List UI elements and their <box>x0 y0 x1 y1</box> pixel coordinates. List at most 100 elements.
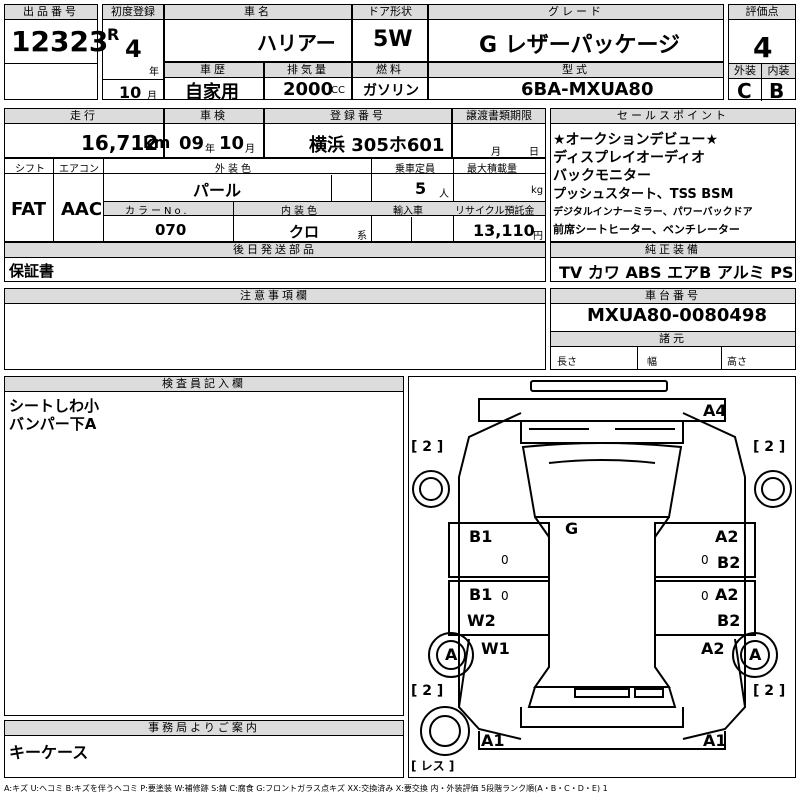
parts-label: 後日発送部品 <box>5 243 545 258</box>
tire-rear-left: [ 2 ] <box>411 683 444 699</box>
disp-box: 排気量 2000 CC <box>264 62 352 100</box>
office-box: 事務局よりご案内 キーケース <box>4 720 404 778</box>
inspector-line-2: バンパー下A <box>9 415 97 433</box>
int-label: 内装 <box>762 64 795 79</box>
mark-a2-right2: A2 <box>715 585 739 604</box>
mark-b2-right: B2 <box>717 553 741 572</box>
lot-label: 出品番号 <box>5 5 97 20</box>
mark-a2-right: A2 <box>715 527 739 546</box>
model-box: 型式 6BA-MXUA80 <box>428 62 724 100</box>
shift-label: シフト <box>15 164 45 175</box>
int-grade: B <box>769 79 785 103</box>
score-box: 評価点 4 外装 内装 C B <box>728 4 796 103</box>
intcolor-label: 内装色 <box>281 206 320 217</box>
disp-label: 排気量 <box>265 63 351 78</box>
reg-month: 10 <box>119 83 142 102</box>
recycle: 13,110 <box>473 221 535 240</box>
dim-height: 高さ <box>727 357 747 368</box>
dim-width: 幅 <box>647 357 657 368</box>
inspector-line-1: シートしわ小 <box>9 397 100 415</box>
color-no: 070 <box>155 221 187 239</box>
color-label: 外装色 <box>215 164 254 175</box>
mileage-box: 走行 16,712 km <box>4 108 170 158</box>
ac: AAC <box>61 199 103 220</box>
grade: G レザーパッケージ <box>479 33 681 58</box>
equip-box: 純正装備 TV カワ ABS エアB アルミ PS PW <box>550 242 800 282</box>
selling-point-4: プッシュスタート、TSS BSM <box>553 187 734 202</box>
history: 自家用 <box>185 82 239 103</box>
plate-label: 登録番号 <box>265 109 451 124</box>
capacity-label: 乗車定員 <box>395 164 435 175</box>
dims-label: 諸元 <box>551 331 795 347</box>
mark-w2: W2 <box>467 611 496 630</box>
equip-label: 純正装備 <box>551 243 795 258</box>
score-label: 評価点 <box>729 5 795 20</box>
transfer-box: 譲渡書類期限 月 日 <box>452 108 546 158</box>
selling-point-5: デジタルインナーミラー、パワーバックドア <box>553 207 753 218</box>
mark-a4: A4 <box>703 401 727 420</box>
mark-a-left-wheel: A <box>445 645 458 664</box>
door-box: ドア形状 5W <box>352 4 428 62</box>
mark-zero-4: 0 <box>701 589 709 603</box>
transfer-month: 月 <box>491 147 501 158</box>
mark-a-right-wheel: A <box>749 645 762 664</box>
capacity-unit: 人 <box>439 189 449 200</box>
chassis-label: 車台番号 <box>551 289 795 304</box>
chassis-number: MXUA80-0080498 <box>587 305 767 326</box>
mark-zero-3: 0 <box>701 553 709 567</box>
specs-box: シフト エアコン 外装色 乗車定員 最大積載量 FAT AAC パール 5 人 … <box>4 158 546 242</box>
model: 6BA-MXUA80 <box>521 79 654 100</box>
reg-month-unit: 月 <box>147 91 157 102</box>
mark-zero-1: 0 <box>501 553 509 567</box>
plate: 横浜 305ホ601 <box>309 135 445 156</box>
selling-label: セールスポイント <box>551 109 795 124</box>
selling-point-2: ディスプレイオーディオ <box>553 150 706 166</box>
ext-label: 外装 <box>729 64 762 79</box>
fuel: ガソリン <box>363 83 419 99</box>
lot-box: 出品番号 12323 <box>4 4 108 100</box>
mark-a1-right: A1 <box>703 731 727 750</box>
inspector-box: 検査員記入欄 シートしわ小 バンパー下A <box>4 376 404 716</box>
lot-number: 12323 <box>11 25 109 58</box>
notes-label: 注意事項欄 <box>5 289 545 304</box>
mileage: 16,712 <box>81 131 159 155</box>
loadcap-unit: kg <box>531 185 544 196</box>
grade-label: グレード <box>429 5 723 20</box>
history-label: 車歴 <box>165 63 263 78</box>
door-type: 5W <box>373 27 413 52</box>
displacement: 2000 <box>283 79 334 100</box>
recycle-label: リサイクル預託金 <box>455 206 535 217</box>
mark-b1-left: B1 <box>469 527 493 546</box>
grade-box: グレード G レザーパッケージ <box>428 4 724 62</box>
loadcap-label: 最大積載量 <box>467 164 517 175</box>
door-label: ドア形状 <box>353 5 427 20</box>
insp-month: 10 <box>219 133 245 154</box>
fuel-box: 燃料 ガソリン <box>352 62 428 100</box>
transfer-day: 日 <box>529 147 539 158</box>
shift: FAT <box>11 199 47 220</box>
insp-year: 09 <box>179 133 205 154</box>
chassis-box: 車台番号 MXUA80-0080498 諸元 長さ 幅 高さ <box>550 288 796 370</box>
tire-rear-right: [ 2 ] <box>753 683 786 699</box>
insp-month-unit: 月 <box>245 144 255 155</box>
inspection-box: 車検 09 年 10 月 <box>164 108 264 158</box>
fuel-label: 燃料 <box>353 63 427 78</box>
colorno-label: カラーNo. <box>125 206 190 217</box>
insp-year-unit: 年 <box>205 144 215 155</box>
import-label: 輸入車 <box>393 206 423 217</box>
car-outline <box>412 380 792 756</box>
selling-point-6: 前席シートヒーター、ベンチレーター <box>553 223 740 236</box>
model-label: 型式 <box>429 63 723 78</box>
equipment: TV カワ ABS エアB アルミ PS PW <box>559 263 800 282</box>
car-diagram: A4 G B1 0 B1 0 W2 W1 A2 0 B2 A2 0 B2 A2 … <box>408 376 796 778</box>
score: 4 <box>753 31 773 64</box>
mark-a2-right3: A2 <box>701 639 725 658</box>
dim-length: 長さ <box>557 357 577 368</box>
mark-a1-left: A1 <box>481 731 505 750</box>
legend: A:キズ U:ヘコミ B:キズを伴うヘコミ P:要塗装 W:補修跡 S:錆 C:… <box>4 784 608 793</box>
int-color: クロ <box>289 223 320 241</box>
name-label: 車名 <box>165 5 351 20</box>
mileage-unit: km <box>143 133 171 152</box>
parts-box: 後日発送部品 保証書 <box>4 242 546 282</box>
mark-b1-left2: B1 <box>469 585 493 604</box>
